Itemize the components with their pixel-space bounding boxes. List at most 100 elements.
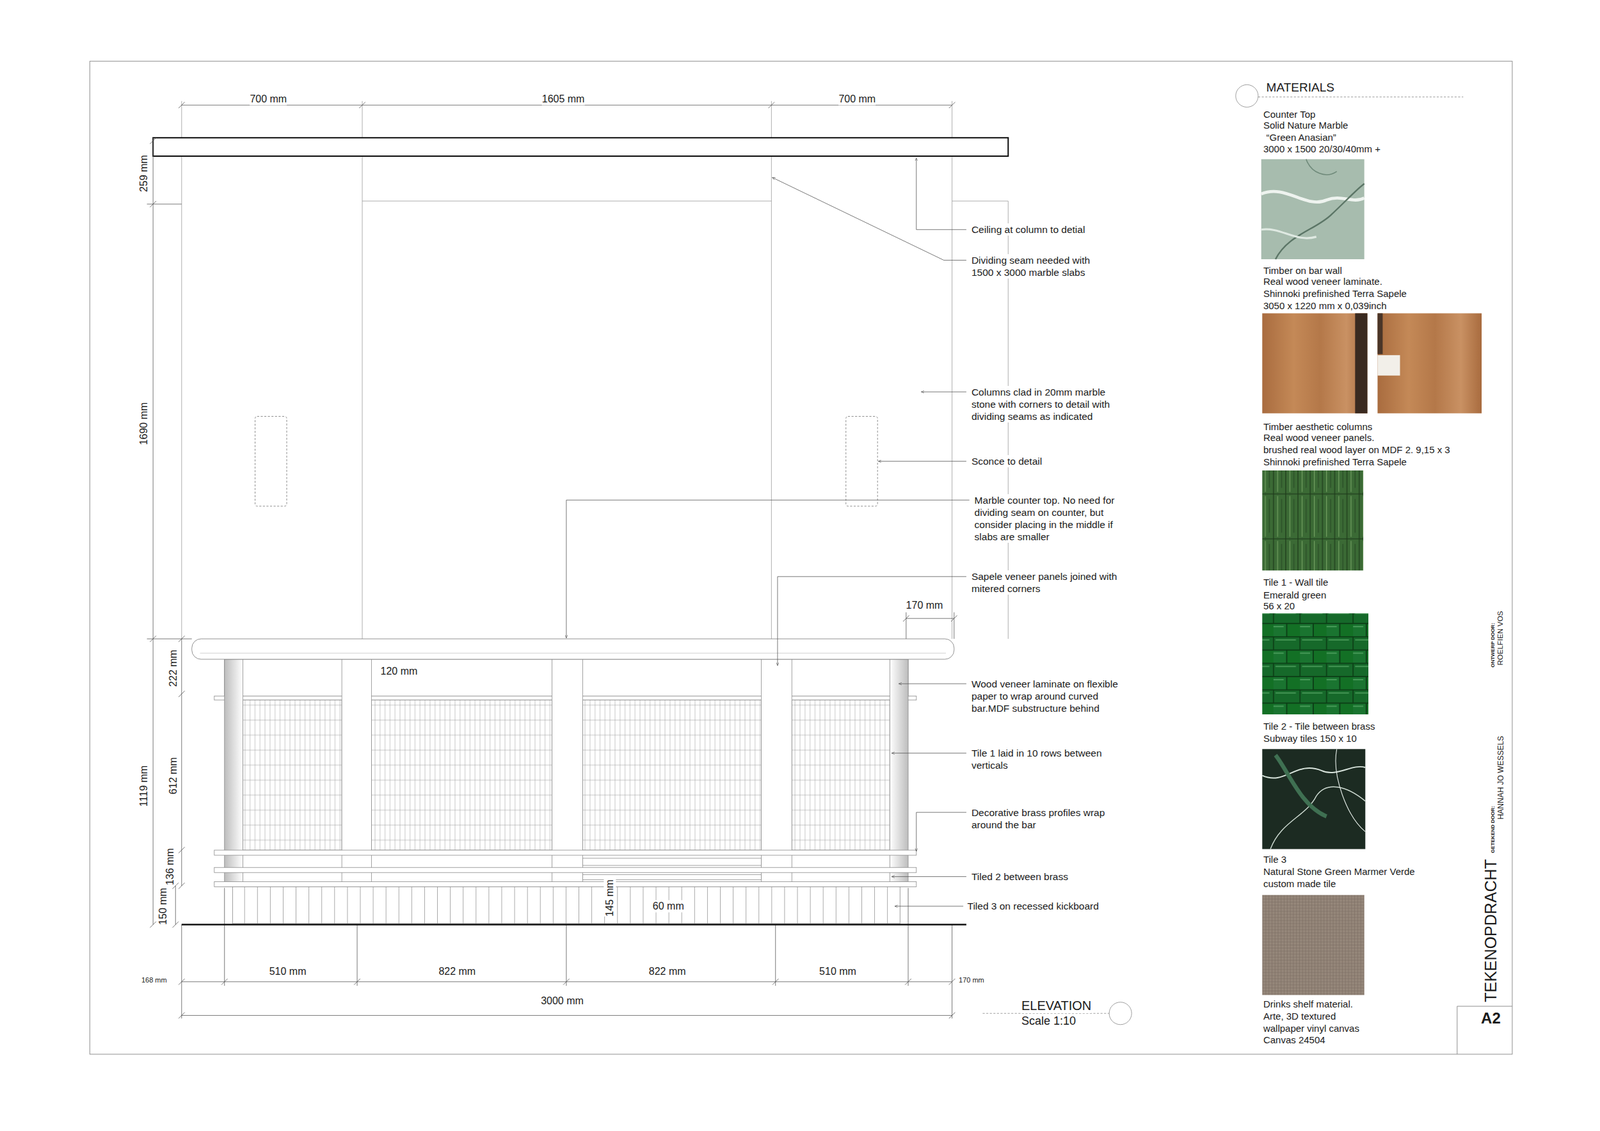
material-label: “Green Anasian” [1266, 131, 1337, 144]
sconce [255, 416, 879, 507]
dimension-lines [181, 638, 182, 886]
title-label: MATERIALS [1266, 80, 1335, 96]
bar-counter [200, 652, 947, 654]
ceiling-slab [152, 137, 1008, 157]
dimension-label: 1605 mm [542, 92, 585, 105]
material-swatch [1275, 183, 1365, 260]
dimension-label: 1690 mm [137, 401, 150, 445]
credit-label: HANNAH JO WESSELS [1495, 736, 1505, 820]
dimension-lines [175, 885, 176, 925]
section-marker [1258, 96, 1464, 98]
material-label: Shinnoki prefinished Terra Sapele [1263, 288, 1407, 300]
note-label: Decorative brass profiles wrap around th… [971, 806, 1128, 831]
sheet-frame [89, 61, 1513, 1055]
bar-counter [242, 700, 342, 850]
dimension-lines [908, 887, 909, 986]
dimension-label: 700 mm [249, 92, 287, 105]
dimension-lines [565, 924, 567, 987]
material-swatch [1262, 613, 1369, 715]
dimension-lines [178, 978, 955, 985]
material-swatch [1261, 159, 1365, 260]
dimension-lines [181, 1015, 953, 1016]
dimension-label: 510 mm [819, 965, 857, 978]
bar-counter [181, 923, 967, 926]
sheet-frame [89, 61, 1513, 1055]
wall-outline [952, 200, 1009, 202]
material-label: Canvas 24504 [1263, 1034, 1326, 1046]
leader-line [916, 158, 967, 230]
dimension-lines [357, 924, 358, 987]
leader-line [894, 905, 964, 907]
sconce [255, 416, 287, 507]
material-label: custom made tile [1263, 878, 1336, 890]
dimension-label: 136 mm [164, 848, 177, 886]
bar-counter [214, 881, 917, 888]
dimension-label: 150 mm [157, 887, 170, 925]
material-label: Tile 3 [1263, 853, 1287, 866]
leader-line [566, 499, 970, 638]
material-swatch [1275, 755, 1327, 817]
dimension-lines [147, 101, 958, 1019]
bar-counter [791, 700, 890, 850]
material-label: brushed real wood layer on MDF 2. 9,15 x… [1263, 444, 1451, 456]
dimension-label: 145 mm [604, 879, 617, 917]
material-swatch [1262, 748, 1366, 849]
note-label: Columns clad in 20mm marble stone with c… [971, 385, 1131, 423]
note-label: Sconce to detail [971, 455, 1042, 468]
dimension-lines [149, 137, 157, 928]
material-label: Emerald green [1263, 589, 1327, 601]
material-swatch [1377, 312, 1383, 354]
note-label: Dividing seam needed with 1500 x 3000 ma… [971, 254, 1112, 279]
leader-line [899, 683, 967, 685]
material-swatch [1335, 748, 1366, 832]
material-label: Timber aesthetic columns [1263, 421, 1373, 433]
material-label: Solid Nature Marble [1263, 119, 1349, 132]
material-label: Subway tiles 150 x 10 [1263, 732, 1357, 745]
dimension-label: 170 mm [906, 599, 944, 612]
material-label: 56 x 20 [1263, 600, 1295, 612]
dimension-lines [224, 887, 225, 986]
material-label: Arte, 3D textured [1263, 1010, 1336, 1023]
note-label: Marble counter top. No need for dividing… [974, 494, 1120, 543]
dimension-label: 822 mm [648, 965, 687, 978]
dimension-label: 222 mm [167, 649, 180, 687]
title-label: TEKENOPDRACHT [1480, 858, 1501, 1003]
material-swatch [1261, 159, 1482, 996]
material-label: Tile 2 - Tile between brass [1263, 720, 1376, 733]
bar-counter [371, 700, 552, 850]
dimension-lines [172, 882, 179, 928]
dimension-label: 168 mm [141, 976, 168, 985]
dimension-label: 822 mm [438, 965, 476, 978]
note-label: Ceiling at column to detial [971, 223, 1086, 236]
leader-line [892, 876, 967, 877]
note-label: Tile 1 laid in 10 rows between verticals [971, 746, 1126, 772]
credit-label: ONTWERP DOOR: [1489, 622, 1497, 668]
material-swatch [1354, 312, 1368, 413]
bar-counter [214, 867, 917, 873]
sheet-frame [1456, 1006, 1458, 1055]
material-label: Real wood veneer laminate. [1263, 275, 1383, 288]
ceiling-slab [152, 137, 1008, 157]
material-label: Tile 1 - Wall tile [1263, 576, 1328, 589]
material-swatch [1262, 894, 1364, 995]
material-label: Timber on bar wall [1263, 264, 1343, 277]
note-label: Tiled 3 on recessed kickboard [967, 899, 1099, 912]
section-marker [1235, 84, 1259, 107]
dimension-lines [147, 203, 182, 205]
dimension-lines [147, 638, 192, 640]
dimension-lines [181, 924, 182, 1019]
dimension-label: 1119 mm [137, 765, 150, 807]
wall-outline [771, 101, 772, 639]
sconce [846, 416, 878, 507]
bar-counter [232, 887, 901, 924]
leader-line [566, 158, 970, 907]
dimension-lines [903, 615, 958, 622]
material-swatch [1261, 229, 1317, 239]
leader-line [772, 177, 967, 260]
material-swatch [1262, 766, 1366, 779]
wall-outline [181, 101, 1008, 639]
material-label: Real wood veneer panels. [1263, 432, 1375, 444]
bar-counter [214, 849, 917, 856]
dimension-label: 120 mm [380, 665, 418, 678]
